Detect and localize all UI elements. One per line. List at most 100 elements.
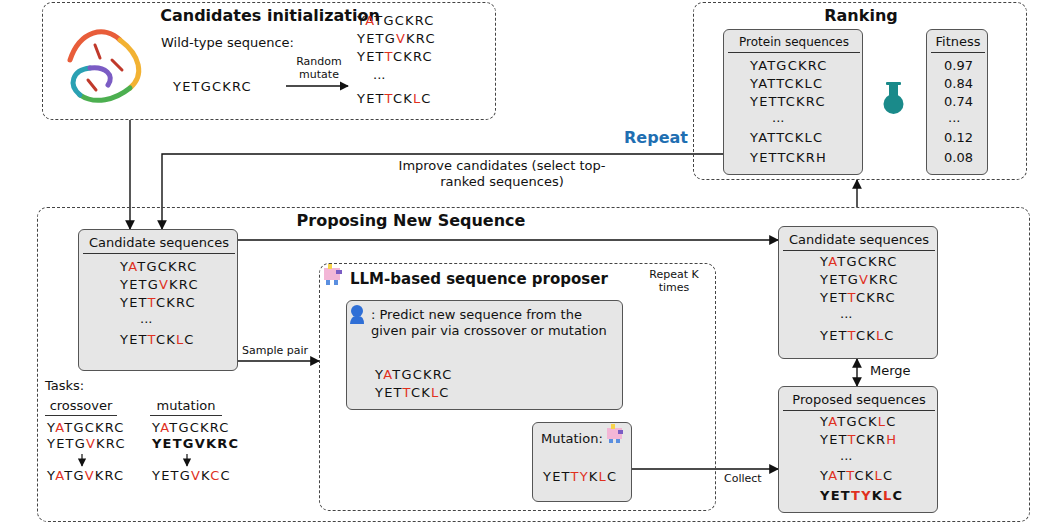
residue: E: [831, 488, 841, 503]
residue: K: [423, 367, 433, 382]
residue: Y: [820, 414, 828, 429]
sequence-box: Proposed sequencesYATGCKLCYETTCKRH...YAT…: [778, 386, 938, 513]
residue: R: [876, 290, 886, 305]
residue: T: [837, 414, 846, 429]
residue: R: [413, 49, 423, 64]
residue: C: [210, 468, 220, 483]
residue: V: [859, 272, 869, 287]
text-label: ...: [840, 306, 852, 322]
sequence-text: YETTCKRH: [820, 432, 897, 448]
text-label: 0.84: [944, 76, 973, 92]
residue: T: [139, 295, 148, 310]
residue: K: [406, 31, 416, 46]
residue: C: [439, 385, 449, 400]
panel-title: LLM-based sequence proposer: [350, 270, 608, 289]
text-label: 0.12: [944, 130, 973, 146]
sequence-text: YATGCKRC: [357, 13, 435, 29]
residue: T: [848, 432, 856, 447]
residue: Y: [580, 469, 589, 484]
residue: T: [848, 290, 856, 305]
residue: C: [856, 290, 866, 305]
sequence-text: YETTCKLC: [820, 328, 895, 344]
sequence-text: YATGCKRC: [152, 420, 230, 436]
residue: T: [139, 277, 148, 292]
residue: R: [179, 277, 189, 292]
connector-arrow: [856, 180, 857, 207]
residue: C: [395, 13, 405, 28]
text-label: ...: [140, 311, 152, 327]
residue: E: [366, 31, 375, 46]
loop-label: Repeat: [624, 128, 688, 148]
residue: T: [839, 272, 848, 287]
sequence-text: YATGCKRC: [820, 254, 898, 270]
residue: E: [129, 332, 138, 347]
residue: A: [55, 468, 64, 483]
edge-label: Merge: [868, 363, 913, 379]
sequence-text: YETTYKLC: [543, 469, 617, 485]
residue: V: [396, 31, 406, 46]
section-panel: Candidates initializationWild-type seque…: [42, 2, 496, 120]
residue: K: [403, 91, 413, 106]
residue: A: [828, 414, 837, 429]
sequence-text: YETGCKRC: [173, 79, 252, 95]
residue: C: [184, 332, 194, 347]
residue: C: [158, 259, 168, 274]
residue: C: [883, 468, 893, 483]
residue: R: [210, 420, 220, 435]
residue: T: [66, 436, 75, 451]
residue: Y: [820, 272, 829, 287]
residue: C: [393, 49, 403, 64]
task-arrow: [186, 454, 187, 466]
residue: T: [374, 13, 383, 28]
residue: H: [886, 432, 897, 447]
residue: C: [219, 420, 229, 435]
residue: G: [146, 259, 157, 274]
residue: L: [876, 328, 884, 343]
residue: T: [64, 468, 73, 483]
residue: Y: [820, 468, 828, 483]
sequence-table: Protein sequencesYATGCKRCYATTCKLCYETTCKR…: [723, 29, 863, 175]
residue: T: [64, 420, 73, 435]
residue: T: [403, 385, 411, 400]
residue: K: [168, 259, 178, 274]
residue: Y: [357, 91, 366, 106]
residue: C: [856, 328, 866, 343]
output-box: Mutation:YETTYKLC: [532, 422, 632, 502]
residue: E: [552, 469, 561, 484]
connector-arrow: [238, 239, 778, 240]
residue: Y: [47, 420, 55, 435]
residue: T: [571, 469, 580, 484]
sequence-text: YETGVKRC: [47, 436, 126, 452]
sequence-text: YETTCKRH: [750, 150, 827, 166]
residue: Y: [820, 328, 829, 343]
panel-title: Ranking: [694, 6, 1028, 26]
text-label: Random mutate: [287, 55, 351, 81]
residue: V: [191, 468, 201, 483]
residue: R: [876, 432, 886, 447]
residue: C: [855, 468, 865, 483]
residue: T: [839, 328, 848, 343]
residue: E: [829, 328, 838, 343]
residue: G: [178, 420, 189, 435]
residue: L: [599, 469, 607, 484]
residue: C: [856, 432, 866, 447]
residue: Y: [357, 49, 366, 64]
residue: L: [875, 468, 883, 483]
residue: C: [887, 254, 897, 269]
sequence-box: Candidate sequencesYATGCKRCYETGVKRCYETTC…: [78, 229, 238, 371]
residue: R: [105, 468, 115, 483]
box-heading: Candidate sequences: [783, 232, 935, 251]
residue: C: [413, 367, 423, 382]
sequence-text: YATGCKRC: [120, 259, 198, 275]
residue: T: [148, 332, 156, 347]
residue: K: [405, 13, 415, 28]
residue: K: [166, 295, 176, 310]
sequence-text: YETTCKRC: [820, 290, 896, 306]
sequence-text: YETTCKRC: [750, 94, 826, 110]
residue: K: [95, 420, 105, 435]
residue: G: [73, 420, 84, 435]
edge-label: Sample pair: [240, 344, 310, 357]
residue: R: [879, 272, 889, 287]
residue: K: [421, 385, 431, 400]
